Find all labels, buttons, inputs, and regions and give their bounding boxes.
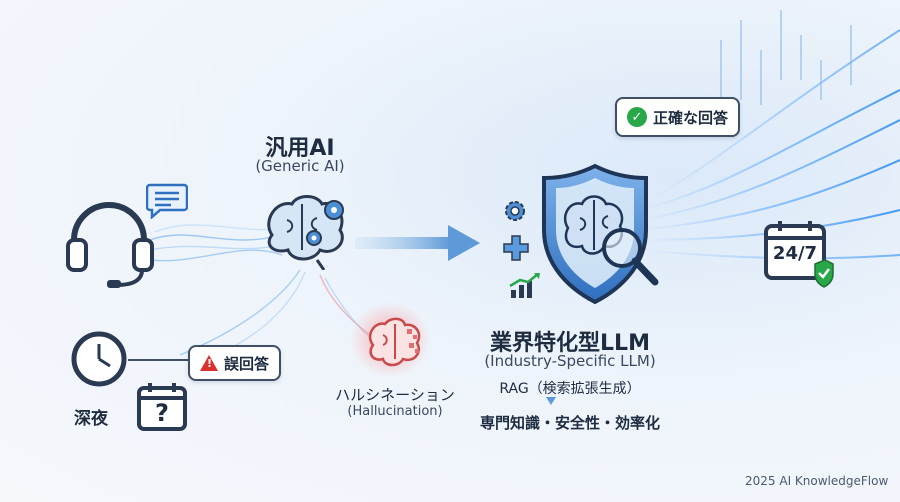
tech-bars: [720, 10, 852, 105]
hallucination-brain-icon: [365, 315, 425, 370]
industry-llm-subtitle: (Industry-Specific LLM): [484, 352, 656, 370]
generic-ai-title: 汎用AI: [265, 136, 335, 161]
warning-icon: !: [200, 355, 218, 371]
hallucination-title: ハルシネーション: [335, 386, 455, 404]
rag-down-arrow: [546, 397, 556, 405]
benefits-label: 専門知識・安全性・効率化: [479, 414, 660, 432]
industry-llm-title: 業界特化型LLM: [490, 331, 650, 356]
calendar-question-icon: ?: [136, 380, 188, 432]
growth-chart-icon: [508, 272, 542, 300]
correct-answer-label: 正確な回答: [653, 108, 729, 127]
gear-icon: [502, 198, 528, 224]
transition-arrow: [355, 225, 480, 261]
generic-ai-subtitle: (Generic AI): [255, 157, 345, 175]
chat-bubble-icon: [145, 183, 189, 220]
clock-icon: [70, 330, 128, 388]
rag-label: RAG（検索拡張生成）: [499, 381, 641, 397]
right-light-streams: [639, 29, 900, 260]
calendar-question-mark: ?: [155, 399, 169, 427]
check-icon: ✓: [627, 107, 647, 127]
calendar-247-icon: 24/7: [763, 218, 835, 290]
headset-icon: [62, 195, 157, 290]
correct-answer-bubble: ✓ 正確な回答: [615, 97, 741, 137]
hallucination-subtitle: (Hallucination): [347, 404, 443, 419]
footer-credit: 2025 AI KnowledgeFlow: [745, 474, 889, 488]
error-answer-bubble: ! 誤回答: [188, 345, 282, 381]
medical-plus-icon: [502, 234, 530, 262]
night-label: 深夜: [74, 409, 108, 429]
calendar-247-label: 24/7: [772, 243, 818, 264]
shield-brain-magnifier-icon: [540, 162, 665, 310]
generic-brain-gears-icon: [262, 190, 352, 271]
error-answer-label: 誤回答: [224, 354, 270, 373]
